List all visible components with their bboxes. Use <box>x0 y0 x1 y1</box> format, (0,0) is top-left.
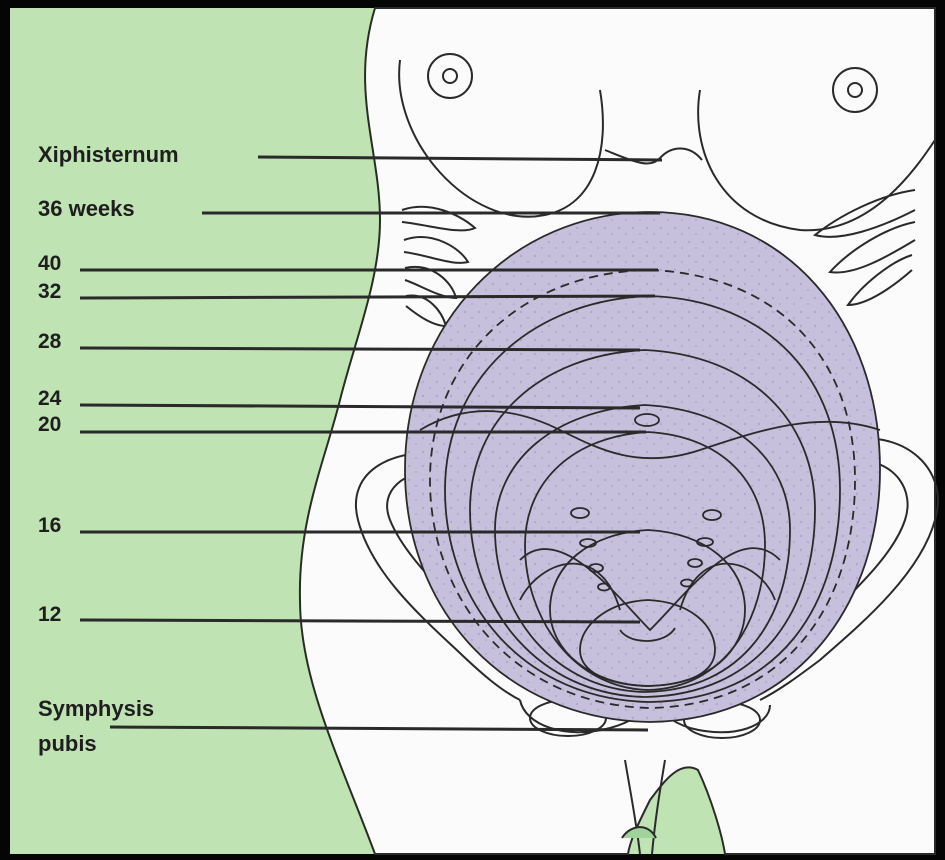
leader-12 <box>80 620 640 622</box>
label-32-weeks: 32 <box>38 280 61 303</box>
label-12-weeks: 12 <box>38 603 61 626</box>
label-20-weeks: 20 <box>38 413 61 436</box>
label-symphysis: Symphysis <box>38 697 154 720</box>
leader-32 <box>80 296 655 298</box>
label-40-weeks: 40 <box>38 252 61 275</box>
label-pubis: pubis <box>38 732 97 755</box>
label-36-weeks: 36 weeks <box>38 197 135 220</box>
leader-28 <box>80 348 640 350</box>
label-16-weeks: 16 <box>38 514 61 537</box>
uterus-fundal-outlines <box>405 212 880 722</box>
label-28-weeks: 28 <box>38 330 61 353</box>
label-xiphisternum: Xiphisternum <box>38 143 179 166</box>
label-24-weeks: 24 <box>38 387 61 410</box>
